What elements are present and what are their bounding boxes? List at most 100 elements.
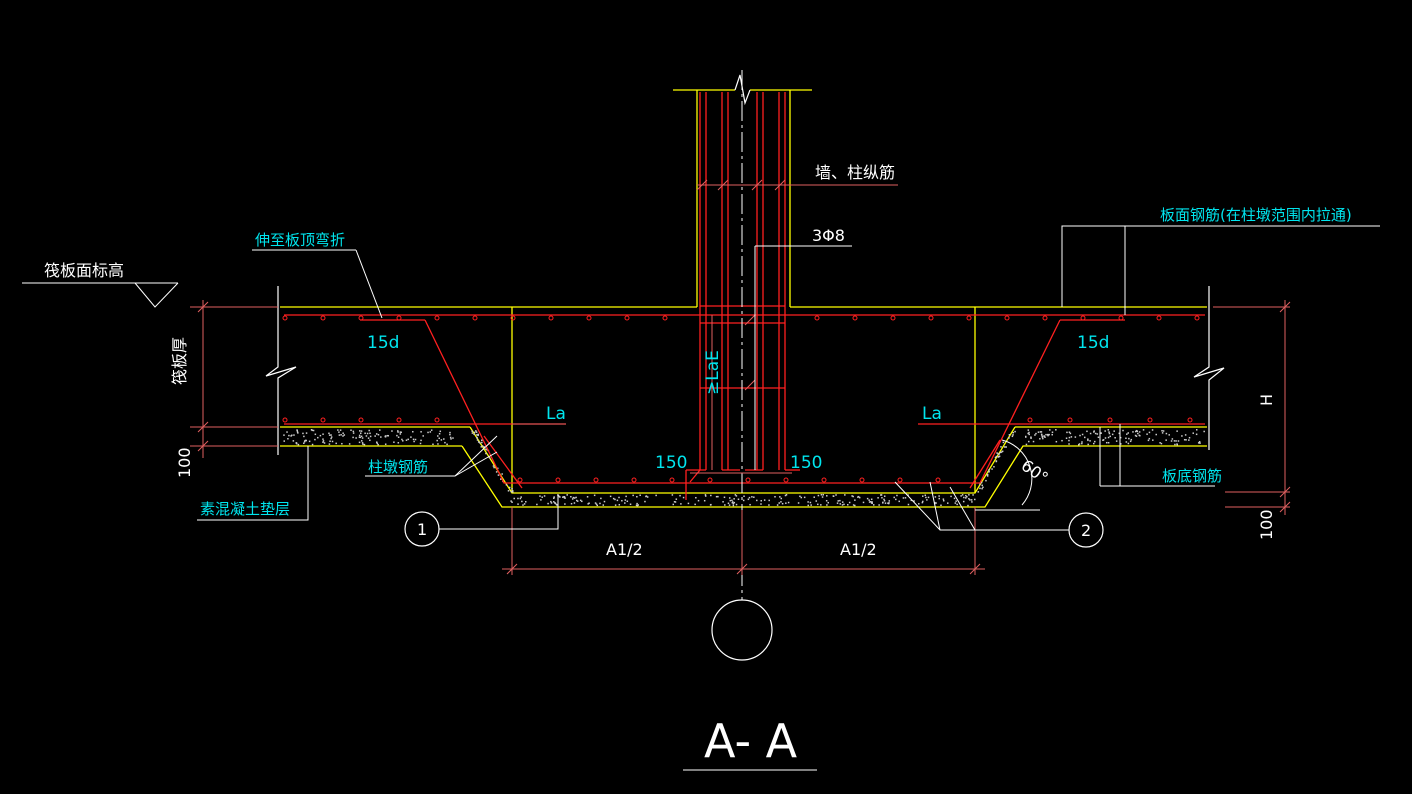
- cushion-speck: [1066, 431, 1068, 434]
- cushion-speck: [785, 494, 788, 496]
- cushion-speck: [991, 468, 993, 470]
- cushion-speck: [525, 501, 527, 503]
- cushion-speck: [348, 443, 351, 445]
- cushion-speck: [1025, 435, 1027, 438]
- cushion-speck: [359, 436, 362, 439]
- cushion-speck: [1147, 439, 1150, 442]
- cushion-speck: [1035, 432, 1037, 435]
- cushion-speck: [1087, 439, 1089, 442]
- cushion-speck: [443, 438, 445, 440]
- cushion-speck: [314, 433, 317, 436]
- cushion-speck: [413, 440, 415, 443]
- cushion-speck: [1012, 434, 1014, 436]
- cushion-speck: [841, 501, 844, 503]
- cushion-speck: [359, 432, 362, 434]
- cushion-speck: [871, 501, 873, 503]
- cushion-speck: [603, 500, 606, 503]
- cushion-speck: [305, 432, 308, 434]
- rebar-dot: [555, 477, 561, 483]
- cushion-speck: [722, 501, 724, 503]
- cushion-speck: [438, 437, 440, 440]
- cushion-speck: [365, 435, 368, 437]
- cushion-speck: [358, 441, 361, 444]
- cushion-speck: [813, 496, 815, 498]
- cushion-speck: [384, 436, 387, 438]
- cushion-speck: [986, 474, 989, 476]
- cushion-speck: [288, 434, 290, 437]
- label-raft-thickness: 筏板厚: [170, 337, 189, 385]
- cushion-speck: [322, 433, 324, 435]
- cushion-speck: [328, 434, 331, 436]
- cushion-speck: [1125, 441, 1128, 443]
- cushion-speck: [311, 443, 314, 446]
- cushion-speck: [430, 429, 433, 431]
- cushion-speck: [723, 496, 726, 499]
- cushion-speck: [414, 438, 417, 441]
- cushion-speck: [1195, 429, 1198, 431]
- cushion-speck: [1084, 436, 1086, 439]
- cushion-speck: [784, 494, 787, 497]
- cushion-speck: [1113, 430, 1115, 432]
- callout-1-circle: [404, 511, 440, 547]
- cushion-speck: [550, 500, 552, 503]
- rebar-dot: [859, 477, 865, 483]
- cushion-speck: [422, 435, 424, 437]
- rebar-dot: [472, 315, 478, 321]
- cushion-speck: [314, 438, 316, 441]
- cushion-speck: [1081, 441, 1083, 443]
- cushion-speck: [1115, 440, 1118, 442]
- cushion-speck: [541, 496, 543, 498]
- cushion-speck: [1087, 438, 1089, 440]
- cushion-speck: [680, 503, 682, 505]
- cushion-speck: [844, 494, 846, 496]
- cushion-speck: [1079, 434, 1081, 437]
- cushion-speck: [1118, 432, 1121, 435]
- cushion-speck: [940, 504, 942, 507]
- cushion-speck: [564, 503, 566, 505]
- cushion-speck: [553, 497, 555, 499]
- cushion-speck: [1125, 437, 1127, 440]
- cushion-speck: [405, 439, 408, 441]
- label-stirrups: 3Φ8: [812, 226, 845, 245]
- cushion-speck: [709, 504, 712, 506]
- cushion-speck: [473, 433, 475, 436]
- cushion-speck: [927, 496, 930, 499]
- cushion-speck: [1078, 443, 1080, 446]
- rebar-dot: [586, 315, 592, 321]
- cushion-speck: [511, 488, 513, 490]
- cushion-speck: [971, 501, 973, 503]
- rebar-dot: [548, 315, 554, 321]
- cushion-speck: [836, 502, 839, 504]
- rebar-dot: [745, 477, 751, 483]
- cushion-speck: [330, 437, 332, 440]
- cushion-speck: [1093, 431, 1095, 433]
- cushion-speck: [359, 430, 361, 432]
- cushion-speck: [715, 495, 718, 498]
- cushion-speck: [674, 501, 677, 503]
- cushion-speck: [1028, 431, 1030, 434]
- cushion-speck: [377, 443, 379, 446]
- cushion-speck: [358, 434, 361, 437]
- rebar-dot: [593, 477, 599, 483]
- cushion-speck: [420, 439, 422, 442]
- cushion-speck: [355, 437, 357, 439]
- cushion-speck: [1002, 441, 1005, 444]
- cushion-speck: [1188, 436, 1191, 439]
- cushion-speck: [1000, 451, 1003, 453]
- cushion-speck: [807, 501, 809, 503]
- cushion-speck: [837, 500, 839, 502]
- cushion-speck: [436, 439, 438, 442]
- cushion-speck: [847, 503, 849, 506]
- cushion-speck: [938, 497, 940, 500]
- cushion-speck: [1087, 443, 1089, 446]
- cushion-speck: [1040, 431, 1043, 433]
- cushion-speck: [553, 501, 555, 503]
- rebar-dot: [320, 417, 326, 423]
- cushion-speck: [379, 429, 381, 431]
- cushion-speck: [1093, 430, 1095, 432]
- cushion-speck: [556, 504, 558, 506]
- cushion-speck: [481, 445, 484, 447]
- cushion-speck: [1142, 429, 1145, 431]
- cushion-speck: [483, 446, 485, 448]
- cushion-speck: [982, 486, 984, 489]
